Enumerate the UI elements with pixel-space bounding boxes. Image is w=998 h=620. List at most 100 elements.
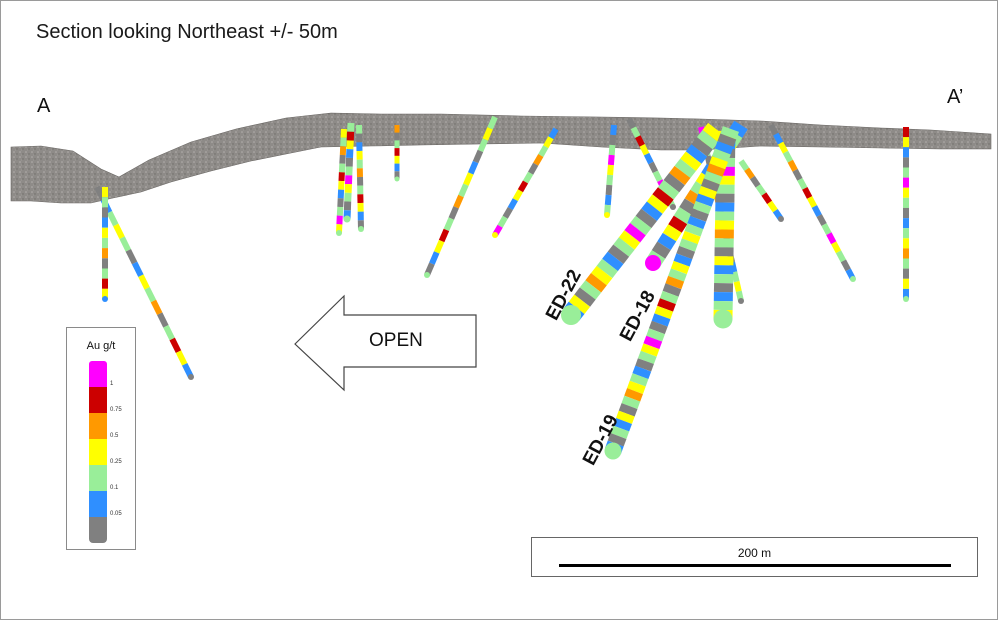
drill-hole-segment (624, 223, 646, 243)
drill-hole-segment (676, 245, 696, 260)
drill-hole-segment (652, 187, 674, 207)
drill-hole-segment (652, 170, 663, 182)
scale-bar: 200 m (531, 537, 978, 577)
drill-hole-segment (517, 180, 529, 193)
drill-hole-end (604, 442, 622, 460)
drill-hole-segment (637, 350, 657, 365)
drill-hole-segment (458, 183, 469, 198)
drill-hole-segment (472, 149, 484, 164)
drill-hole-segment (607, 154, 615, 166)
drill-hole-end (645, 255, 661, 271)
drill-hole-segment (709, 156, 728, 170)
drill-hole-segment (635, 208, 657, 229)
drill-hole-segment (607, 244, 630, 264)
drill-hole-segment (787, 159, 798, 172)
drill-hole-segment (618, 403, 638, 417)
drill-hole-segment (749, 175, 761, 188)
drill-hole-segment (680, 151, 702, 171)
drill-hole-segment (606, 174, 614, 186)
drill-hole-segment (125, 248, 138, 265)
drill-hole-segment (684, 189, 704, 207)
drill-hole-trace (102, 187, 108, 302)
drill-hole-end (561, 305, 581, 325)
drill-hole-segment (630, 215, 652, 236)
drill-hole-segment (339, 154, 346, 164)
legend-tick-label: 0.1 (110, 485, 119, 491)
drill-hole-segment (596, 258, 618, 279)
drill-hole-segment (643, 152, 654, 165)
legend-tick-label: 0.5 (110, 433, 119, 439)
drill-hole-segment (591, 265, 613, 286)
drill-hole-trace (604, 124, 617, 218)
drill-hole-trace (903, 127, 909, 302)
drill-hole-end (903, 296, 909, 302)
drill-hole-segment (602, 251, 624, 272)
drill-hole-end (850, 276, 856, 282)
drill-hole-segment (720, 126, 739, 140)
drill-hole-segment (568, 294, 591, 314)
drill-hole-segment (627, 380, 646, 394)
drill-hole-segment (443, 217, 455, 232)
drill-hole-segment (533, 153, 544, 166)
drill-hole-segment (585, 273, 607, 293)
drill-hole-segment (639, 144, 650, 156)
drill-hole-end (102, 296, 108, 302)
drill-hole-segment (648, 161, 659, 174)
drill-hole-segment (698, 186, 717, 200)
drill-hole-segment (662, 283, 682, 297)
drill-hole-segment (681, 230, 701, 245)
drill-hole-segment (497, 215, 508, 228)
drill-hole-segment (767, 200, 778, 213)
drill-hole-segment (477, 138, 489, 153)
drill-hole-end (358, 226, 364, 232)
legend-swatch (89, 361, 107, 387)
drill-hole-segment (131, 261, 144, 278)
drill-hole-segment (657, 180, 680, 200)
drill-hole-segment (659, 290, 679, 305)
drill-hole-segment (512, 189, 524, 202)
drill-hole-segment (641, 201, 663, 221)
drill-hole-segment (157, 312, 169, 328)
drill-hole-segment (662, 224, 682, 242)
drill-hole-segment (673, 206, 693, 225)
drill-hole-end (343, 215, 351, 223)
drill-hole-segment (616, 410, 635, 424)
drill-hole-trace (492, 127, 559, 238)
drill-hole-end (188, 374, 194, 380)
drill-hole-segment (433, 239, 445, 254)
drill-hole-end (394, 176, 400, 182)
drill-hole-segment (648, 320, 668, 335)
drill-hole-segment (674, 158, 696, 179)
drill-hole-segment (695, 193, 715, 207)
drill-hole-segment (548, 127, 559, 140)
drill-hole-end (778, 216, 784, 222)
drill-hole-segment (527, 162, 539, 175)
drill-hole-segment (792, 168, 803, 181)
scale-bar-label: 200 m (737, 546, 772, 560)
drill-hole-segment (663, 172, 685, 193)
drill-hole-trace (738, 159, 784, 222)
drill-hole-segment (507, 198, 518, 210)
drill-hole-segment (608, 144, 616, 156)
drill-hole-segment (607, 433, 627, 447)
drill-hole-segment (640, 343, 660, 357)
drill-hole-trace (394, 125, 400, 182)
drill-hole-segment (701, 178, 720, 192)
drill-hole-segment (574, 287, 596, 307)
legend-tick-label: 0.05 (110, 511, 122, 517)
drill-hole-trace (561, 122, 724, 325)
drill-hole-trace (343, 122, 355, 223)
drill-hole-segment (538, 145, 549, 157)
drill-hole-segment (651, 313, 671, 327)
drill-hole-segment (624, 388, 643, 402)
drill-hole-segment (802, 187, 813, 199)
drill-hole-segment (811, 205, 822, 217)
drill-hole-segment (609, 134, 617, 146)
drill-hole-end (492, 232, 498, 238)
drill-hole-end (670, 204, 676, 210)
drill-hole-segment (613, 237, 635, 257)
drill-hole-segment (668, 268, 687, 282)
drill-hole-segment (731, 271, 740, 283)
drill-hole-segment (632, 365, 652, 380)
